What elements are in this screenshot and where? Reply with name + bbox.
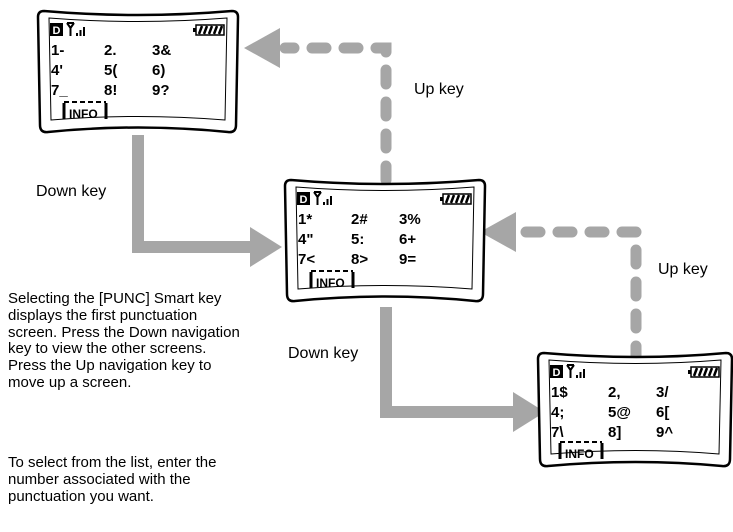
key-5: 5@ (608, 404, 631, 421)
key-2: 2. (104, 42, 117, 59)
up-arrow-1 (279, 42, 392, 186)
up-arrow-2-head (480, 212, 516, 252)
key-7: 7\ (551, 424, 564, 441)
up-arrow-1-head (244, 28, 280, 68)
info-softkey-label: INFO (565, 447, 594, 461)
info-softkey (309, 270, 355, 288)
key-1: 1* (298, 211, 312, 228)
key-7: 7< (298, 251, 315, 268)
svg-text:D: D (300, 194, 308, 206)
down-arrow-2 (380, 307, 515, 418)
key-1: 1$ (551, 384, 568, 401)
info-softkey (558, 441, 604, 459)
key-2: 2# (351, 211, 368, 228)
key-8: 8! (104, 82, 117, 99)
battery-icon (688, 366, 720, 378)
key-3: 3% (399, 211, 421, 228)
instructions-text-2: To select from the list, enter the numbe… (8, 454, 240, 505)
key-5: 5( (104, 62, 117, 79)
up-key-label-2: Up key (658, 261, 708, 278)
d-indicator (550, 365, 563, 378)
d-indicator (50, 23, 63, 36)
up-key-label-1: Up key (414, 81, 464, 98)
down-key-label-1: Down key (36, 183, 107, 200)
key-3: 3/ (656, 384, 669, 401)
instructions-paragraph-1: Selecting the [PUNC] Smart key displays … (8, 290, 240, 391)
info-softkey (62, 101, 108, 119)
key-4: 4' (51, 62, 63, 79)
key-9: 9^ (656, 424, 673, 441)
antenna-signal-icon (66, 22, 85, 36)
key-8: 8] (608, 424, 621, 441)
battery-icon (440, 193, 472, 205)
key-3: 3& (152, 42, 171, 59)
key-8: 8> (351, 251, 368, 268)
screen-bezel (536, 351, 733, 468)
info-softkey-label: INFO (69, 107, 98, 121)
key-1: 1- (51, 42, 64, 59)
phone-screen-1: D 1- 2. 3& 4' 5( 6) 7_ 8! 9? INFO (36, 9, 240, 134)
up-arrow-2 (514, 226, 642, 366)
down-arrow-1 (132, 135, 252, 253)
key-4: 4; (551, 404, 564, 421)
down-key-label-2: Down key (288, 345, 359, 362)
info-softkey-label: INFO (316, 276, 345, 290)
key-2: 2, (608, 384, 621, 401)
phone-screen-2: D 1* 2# 3% 4" 5: 6+ 7< 8> 9= INFO (283, 178, 487, 303)
antenna-signal-icon (313, 191, 332, 205)
key-6: 6+ (399, 231, 416, 248)
battery-icon (193, 24, 225, 36)
key-9: 9? (152, 82, 170, 99)
key-5: 5: (351, 231, 364, 248)
key-9: 9= (399, 251, 416, 268)
antenna-signal-icon (566, 364, 585, 378)
key-6: 6) (152, 62, 165, 79)
d-indicator (297, 192, 310, 205)
key-4: 4" (298, 231, 313, 248)
svg-text:D: D (53, 25, 61, 37)
key-7: 7_ (51, 82, 68, 99)
key-6: 6[ (656, 404, 669, 421)
svg-text:D: D (553, 367, 561, 379)
instructions-paragraph-2: To select from the list, enter the numbe… (8, 454, 217, 505)
down-arrow-1-head (250, 227, 282, 267)
phone-screen-3: D 1$ 2, 3/ 4; 5@ 6[ 7\ 8] 9^ INFO (536, 351, 733, 468)
down-arrow-2-head (513, 392, 545, 432)
instructions-text: Selecting the [PUNC] Smart key displays … (8, 290, 240, 392)
